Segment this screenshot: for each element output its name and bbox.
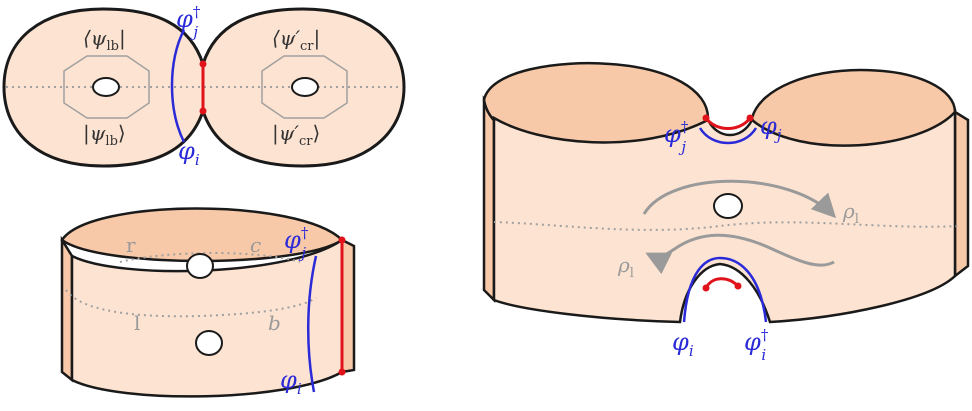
label-l: l — [134, 311, 140, 335]
cyl-phi-j-dagger-label: φ†j — [284, 224, 309, 262]
saddle-top-red-curve — [704, 117, 752, 130]
saddle-left-flap — [482, 95, 496, 304]
cyl-middle-hole — [195, 330, 223, 356]
saddle-hole — [713, 193, 743, 219]
cyl-red-dot-top — [338, 236, 346, 244]
saddle-top-red-dot-left — [702, 114, 710, 122]
saddle-phi-i-dagger-label: φ†i — [744, 326, 769, 364]
cyl-dotted-top — [119, 252, 301, 263]
saddle-bottom-red-dot-left — [702, 284, 710, 292]
saddle-bottom-red-curve — [704, 277, 740, 289]
right-saddle-surface: φ†j φj ρl ρl φi φ†i — [482, 61, 970, 364]
cyl-top-hole — [186, 253, 214, 279]
rho-bottom-label: ρl — [617, 253, 634, 281]
saddle-dotted-path — [493, 221, 961, 231]
right-hexagon — [261, 55, 348, 119]
bra-right-label: ⟨ψ′cr| — [272, 26, 320, 54]
phi-j-dagger-label: φ†j — [176, 3, 201, 41]
saddle-top-blue-curve — [698, 127, 758, 145]
saddle-phi-i-label: φi — [672, 328, 694, 360]
saddle-bottom-blue-curve — [682, 256, 768, 323]
red-dot-top — [199, 60, 207, 68]
label-b: b — [268, 311, 281, 335]
blue-cut-curve — [170, 29, 186, 143]
left-hole — [92, 77, 120, 97]
right-hole — [291, 77, 319, 97]
saddle-bottom-red-dot-right — [734, 282, 742, 290]
label-c: c — [250, 233, 261, 257]
cyl-dotted-middle — [65, 289, 317, 318]
rho-arrow-bottom — [645, 233, 835, 275]
red-dot-bottom — [199, 107, 207, 115]
cyl-phi-i-label: φi — [280, 366, 302, 398]
cyl-left-flap — [60, 235, 74, 383]
cyl-right-flap — [340, 237, 356, 374]
bottom-left-cylinder: r c l b φ†j φi — [60, 207, 356, 398]
rho-top-label: ρl — [842, 199, 859, 227]
saddle-phi-j-dagger-label: φ†j — [664, 118, 689, 156]
ket-right-label: |ψ′cr⟩ — [272, 121, 320, 149]
bra-left-label: ⟨ψlb| — [83, 26, 126, 54]
saddle-right-flap — [953, 109, 970, 279]
cyl-red-dot-bottom — [338, 368, 346, 376]
cyl-blue-curve — [307, 255, 318, 393]
phi-i-label: φi — [178, 137, 200, 169]
label-r: r — [126, 233, 136, 257]
ket-left-label: |ψlb⟩ — [83, 121, 126, 149]
saddle-phi-j-label: φj — [760, 112, 782, 144]
left-hexagon — [63, 55, 150, 119]
saddle-top-red-dot-right — [746, 114, 754, 122]
rho-arrow-top — [642, 179, 837, 219]
top-left-disk-pair: ⟨ψlb| |ψlb⟩ ⟨ψ′cr| |ψ′cr⟩ φ†j φi — [2, 3, 406, 169]
